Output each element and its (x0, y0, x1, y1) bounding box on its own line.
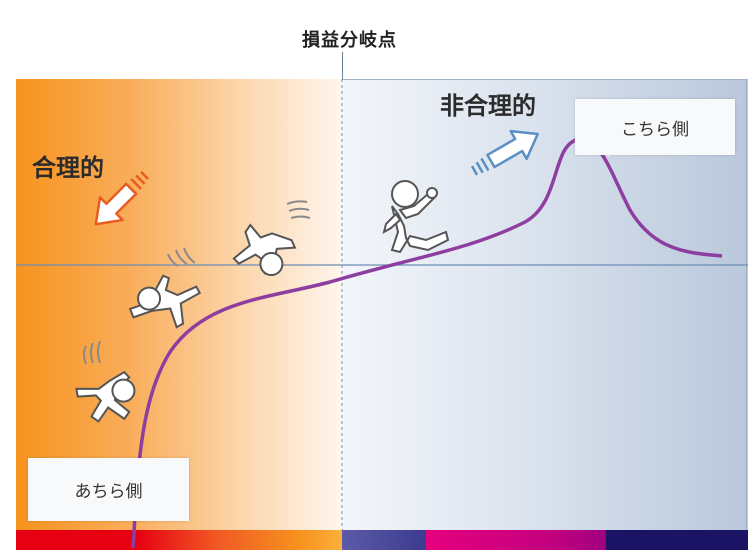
bottom-bar-purple (342, 530, 426, 550)
irrational-label: 非合理的 (440, 92, 536, 120)
bottom-bar-red (16, 530, 136, 550)
that-side-label: あちら側 (74, 482, 143, 502)
breakeven-title: 損益分岐点 (302, 30, 397, 51)
bottom-bar-magenta (426, 530, 606, 550)
performance-curve (131, 137, 723, 549)
bottom-bar-orange (136, 530, 342, 550)
falling-figure-icon-2 (128, 274, 202, 329)
falling-figure-icon-1 (75, 370, 136, 423)
up-right-arrow-icon (470, 129, 539, 176)
this-side-label: こちら側 (621, 119, 689, 140)
this-side-box: こちら側 (575, 99, 735, 155)
motion-lines-icon-2 (167, 247, 196, 267)
breakeven-marker (342, 52, 343, 79)
motion-lines-icon-3 (286, 200, 311, 219)
running-figure-icon (382, 180, 450, 254)
that-side-box: あちら側 (28, 458, 189, 521)
motion-lines-icon-1 (83, 340, 101, 365)
flipping-figure-icon (232, 223, 297, 277)
bottom-bar-navy (606, 530, 748, 550)
rational-label: 合理的 (32, 154, 104, 182)
down-left-arrow-icon (94, 171, 149, 226)
